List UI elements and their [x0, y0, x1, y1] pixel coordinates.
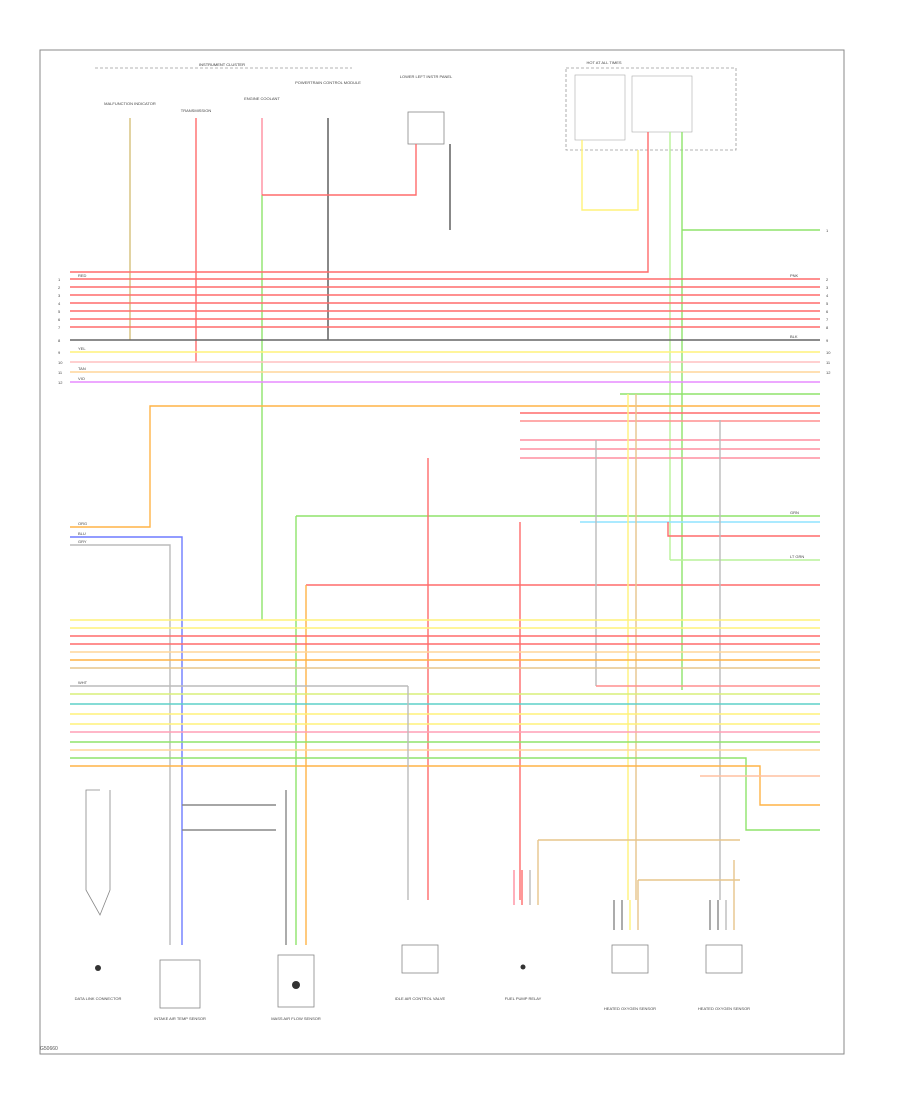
- label-malfunction-indicator: MALFUNCTION INDICATOR: [104, 101, 156, 106]
- right-pin-12: 12: [826, 370, 831, 375]
- left-pin-5: 5: [58, 309, 61, 314]
- left-pin-12: 12: [58, 380, 63, 385]
- right-pin-1: 1: [826, 228, 829, 233]
- left-pin-4: 4: [58, 301, 61, 306]
- left-pin-6: 6: [58, 317, 61, 322]
- right-pin-3: 3: [826, 285, 829, 290]
- diagram-frame: [39, 49, 845, 1055]
- upper-bus-wires: [70, 278, 820, 528]
- wire-label-green: GRN: [790, 510, 799, 515]
- bottom-connector-stubs: [182, 790, 740, 945]
- wire-color-labels: RED PNK BLK YEL TAN VIO ORG BLU GRY GRN …: [78, 273, 804, 685]
- left-pin-3: 3: [58, 293, 61, 298]
- wire-label-black: BLK: [790, 334, 798, 339]
- instrument-panel-junction: [407, 111, 445, 145]
- label-idle-air-control: IDLE AIR CONTROL VALVE: [395, 996, 446, 1001]
- right-pin-2: 2: [826, 277, 829, 282]
- label-mass-air-flow: MASS AIR FLOW SENSOR: [271, 1016, 321, 1021]
- right-pin-7: 7: [826, 317, 829, 322]
- left-pin-11: 11: [58, 370, 63, 375]
- right-pin-11: 11: [826, 360, 831, 365]
- right-pin-8: 8: [826, 325, 829, 330]
- label-heated-o2-sensor-2: HEATED OXYGEN SENSOR: [698, 1006, 750, 1011]
- label-intake-air-temp: INTAKE AIR TEMP SENSOR: [154, 1016, 206, 1021]
- left-pin-1: 1: [58, 277, 61, 282]
- wire-label-white: WHT: [78, 680, 88, 685]
- wire-label-tan: TAN: [78, 366, 86, 371]
- left-pin-10: 10: [58, 360, 63, 365]
- right-pin-6: 6: [826, 309, 829, 314]
- left-pin-9: 9: [58, 350, 61, 355]
- fuse-box: [565, 67, 737, 151]
- label-heated-o2-sensor-1: HEATED OXYGEN SENSOR: [604, 1006, 656, 1011]
- wire-label-violet: VIO: [78, 376, 85, 381]
- left-pin-2: 2: [58, 285, 61, 290]
- wire-label-pink: PNK: [790, 273, 799, 278]
- lower-bus-wires: [70, 619, 820, 900]
- instrument-cluster-title: INSTRUMENT CLUSTER: [199, 62, 245, 67]
- label-transmission: TRANSMISSION: [181, 108, 212, 113]
- left-pin-7: 7: [58, 325, 61, 330]
- label-pcm: POWERTRAIN CONTROL MODULE: [295, 80, 361, 85]
- wire-label-orange: ORG: [78, 521, 87, 526]
- wire-label-lightgreen: LT GRN: [790, 554, 804, 559]
- wire-label-yellow: YEL: [78, 346, 86, 351]
- label-engine-coolant: ENGINE COOLANT: [244, 96, 280, 101]
- right-pin-5: 5: [826, 301, 829, 306]
- right-pin-4: 4: [826, 293, 829, 298]
- fuse-block: [574, 74, 626, 141]
- left-pin-8: 8: [58, 338, 61, 343]
- wire-label-gray: GRY: [78, 539, 87, 544]
- label-hot-at-all-times: HOT AT ALL TIMES: [586, 60, 621, 65]
- left-pin-numbers: 1 2 3 4 5 6 7 8 9 10 11 12: [58, 277, 63, 385]
- label-lower-left-panel: LOWER LEFT INSTR PANEL: [400, 74, 453, 79]
- middle-wires: [70, 394, 820, 945]
- label-data-link-connector: DATA LINK CONNECTOR: [75, 996, 122, 1001]
- wire-label-red: RED: [78, 273, 87, 278]
- right-pin-numbers: 1 2 3 4 5 6 7 8 9 10 11 12: [826, 228, 831, 375]
- right-pin-9: 9: [826, 338, 829, 343]
- wire-label-blue: BLU: [78, 531, 86, 536]
- relay-block: [631, 75, 693, 133]
- right-pin-10: 10: [826, 350, 831, 355]
- label-fuel-pump-relay: FUEL PUMP RELAY: [505, 996, 542, 1001]
- bottom-components: [85, 789, 743, 1009]
- footer-code: G50660: [40, 1046, 58, 1052]
